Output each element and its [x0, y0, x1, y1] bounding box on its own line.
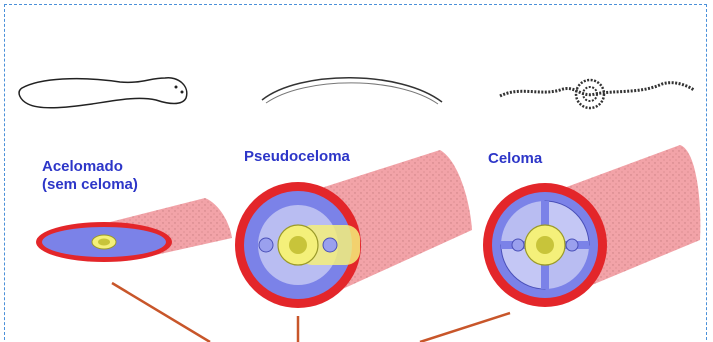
label-acelomado-line1: Acelomado: [42, 158, 123, 175]
coelomate-cross-section: [483, 145, 700, 307]
earthworm-icon: [500, 80, 694, 108]
roundworm-icon: [262, 78, 442, 104]
flatworm-icon: [19, 78, 187, 108]
label-acelomado-line2: (sem celoma): [42, 176, 138, 193]
label-celoma: Celoma: [488, 150, 542, 168]
label-pseudoceloma: Pseudoceloma: [244, 148, 350, 166]
acoelomate-cross-section: [36, 198, 232, 262]
label-acelomado: Acelomado (sem celoma): [42, 158, 138, 194]
pseudocoelomate-cross-section: [235, 150, 472, 308]
